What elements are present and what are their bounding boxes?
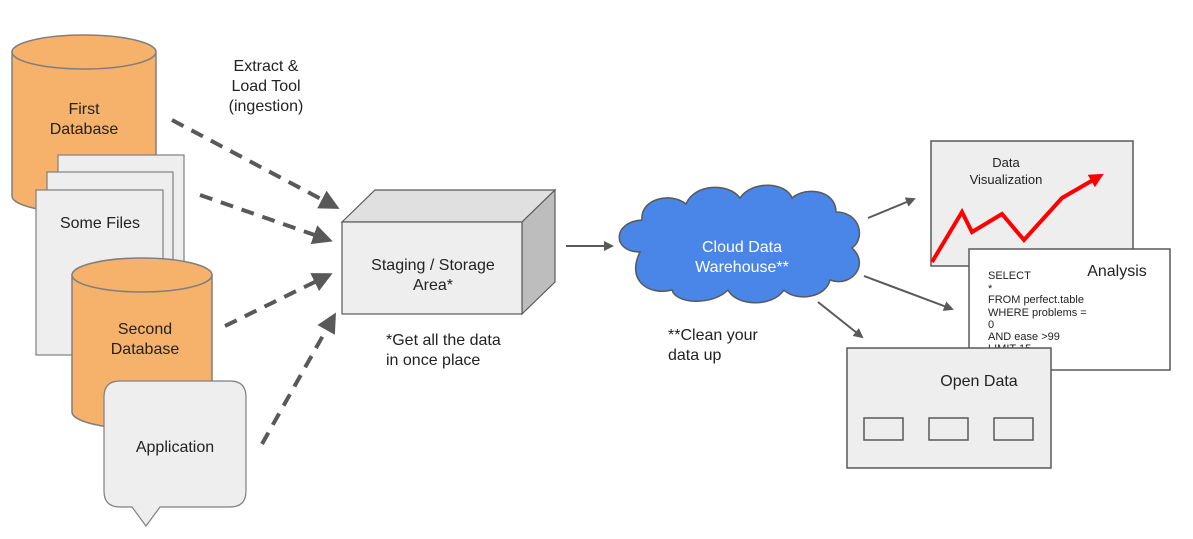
arrow-cloud-to-visualization [867, 197, 916, 219]
open-data-block-icon [993, 417, 1034, 441]
some-files-label: Some Files [60, 215, 140, 232]
open-data-block-icon [928, 417, 969, 441]
application: Application [103, 380, 247, 528]
cloud-data-warehouse: Cloud Data Warehouse** [618, 184, 861, 304]
open-data-panel: Open Data [846, 347, 1052, 469]
arrow-application-to-staging [260, 312, 336, 445]
cloud-label-line-2: Warehouse** [695, 259, 789, 276]
arrow-first-db-to-staging [171, 118, 340, 209]
open-data-block-icon [863, 417, 904, 441]
staging-label-line-2: Area* [413, 277, 453, 294]
arrow-second-db-to-staging [224, 273, 333, 328]
cloud-note-line-1: **Clean your [668, 327, 759, 344]
arrow-files-to-staging [199, 193, 333, 245]
staging-note-line-2: in once place [386, 352, 480, 369]
cloud-label-line-1: Cloud Data [702, 239, 782, 256]
second-database-label-line-1: Second [118, 321, 172, 338]
extract-tool-line-2: Load Tool [231, 78, 300, 95]
sql-line-6: AND ease >99 [988, 331, 1060, 343]
staging-note-line-1: *Get all the data [386, 332, 501, 349]
cloud-note-line-2: data up [668, 347, 721, 364]
trend-line-icon [930, 173, 1104, 264]
data-viz-label-line-1: Data [992, 155, 1020, 170]
sql-line-5: 0 [988, 319, 994, 331]
second-database-label-line-2: Database [111, 341, 180, 358]
data-visualization-panel: Data Visualization [930, 140, 1134, 267]
first-database-label-line-1: First [68, 101, 100, 118]
open-data-title: Open Data [940, 373, 1017, 390]
extract-tool-line-3: (ingestion) [229, 98, 304, 115]
sql-line-2: * [988, 283, 993, 295]
analysis-panel: Analysis SELECT * FROM perfect.table WHE… [968, 248, 1171, 371]
extract-tool-line-1: Extract & [234, 58, 299, 75]
output-arrows [817, 197, 954, 339]
first-database-label-line-2: Database [50, 121, 119, 138]
extract-load-tool-note: Extract & Load Tool (ingestion) [229, 58, 304, 115]
staging-note: *Get all the data in once place [386, 332, 501, 369]
sql-line-4: WHERE problems = [988, 307, 1087, 319]
arrow-cloud-to-analysis [863, 275, 954, 311]
arrow-cloud-to-open-data [817, 301, 864, 339]
sql-line-3: FROM perfect.table [988, 294, 1084, 306]
ingestion-arrows [171, 118, 340, 445]
data-viz-label-line-2: Visualization [970, 172, 1043, 187]
sql-line-1: SELECT [988, 270, 1031, 282]
analysis-title: Analysis [1087, 263, 1147, 280]
application-label: Application [136, 439, 214, 456]
staging-storage-area: Staging / Storage Area* [340, 188, 557, 316]
staging-label-line-1: Staging / Storage [371, 257, 495, 274]
cloud-note: **Clean your data up [668, 327, 759, 364]
